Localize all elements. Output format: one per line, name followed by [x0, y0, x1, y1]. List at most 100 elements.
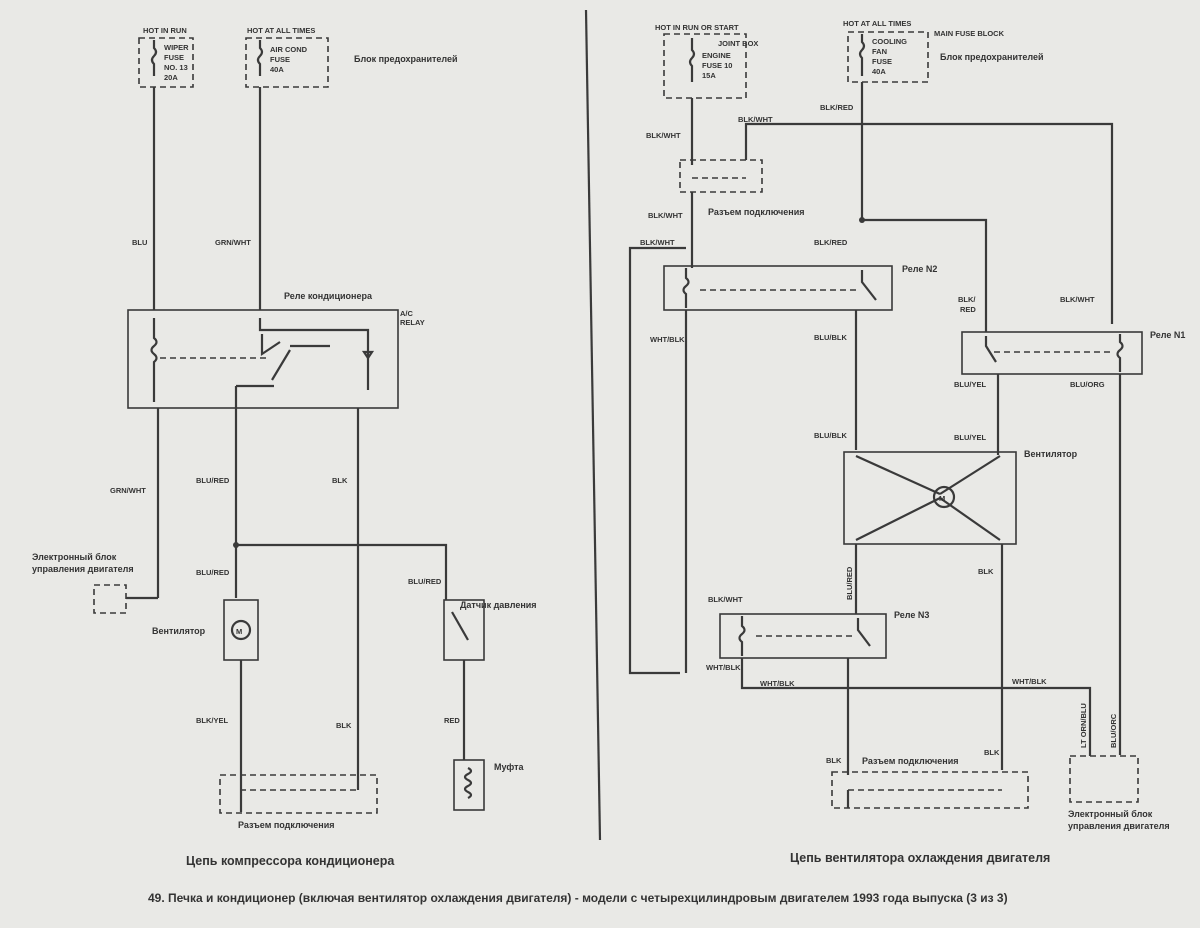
label-connector-bottom: Разъем подключения: [862, 756, 959, 766]
label-ecu-left-line2: управления двигателя: [32, 564, 134, 574]
label-wire-blk-red-3: BLK/: [958, 295, 976, 304]
aircond-fuse-line2: FUSE: [270, 55, 290, 64]
label-hot-run-start: HOT IN RUN OR START: [655, 23, 739, 32]
relay-n2-switch: [860, 270, 877, 301]
cooling-fuse-line4: 40A: [872, 67, 886, 76]
label-wire-wht-blk: WHT/BLK: [650, 335, 685, 344]
ac-relay-switch-arm: [271, 349, 291, 381]
label-fan-right: Вентилятор: [1024, 449, 1078, 459]
ecu-left-box: [93, 584, 127, 614]
wiper-fuse-box: [138, 37, 194, 88]
label-wire-blk: BLK: [332, 476, 348, 485]
label-clutch: Муфта: [494, 762, 525, 772]
label-wire-blk-red-2: BLK/RED: [814, 238, 848, 247]
relay-n1-coil: [1116, 334, 1124, 372]
label-wire-grn-wht-low: GRN/WHT: [110, 486, 146, 495]
label-wire-blk-red-top: BLK/RED: [820, 103, 854, 112]
label-wire-lt-orn-blu: LT ORN/BLU: [1079, 703, 1088, 748]
label-wire-red-3: RED: [960, 305, 976, 314]
connector-left-box: [219, 774, 378, 814]
label-pressure-sensor: Датчик давления: [460, 600, 537, 610]
label-wire-blu-yel-1: BLU/YEL: [954, 380, 987, 389]
label-connector-top: Разъем подключения: [708, 207, 805, 217]
label-wire-blk-l: BLK: [826, 756, 842, 765]
label-ac-relay-ru: Реле кондиционера: [284, 291, 373, 301]
label-hot-at-all-times: HOT AT ALL TIMES: [247, 26, 315, 35]
wire-blk-wht-top: [744, 122, 1114, 324]
wire-blu-red-pressure: [236, 543, 448, 600]
label-wire-blk-2: BLK: [336, 721, 352, 730]
aircond-fuse-line1: AIR COND: [270, 45, 308, 54]
fan-motor-wires: [855, 454, 1001, 541]
motor-m-right: M: [939, 494, 945, 503]
label-wire-blu-red-1: BLU/RED: [196, 476, 230, 485]
connector-bottom-box: [831, 771, 1029, 809]
engine-fan-circuit: HOT IN RUN OR START JOINT BOX HOT AT ALL…: [628, 19, 1185, 865]
label-wire-blk-yel: BLK/YEL: [196, 716, 229, 725]
label-wire-blu-blk-2: BLU/BLK: [814, 431, 847, 440]
cooling-fuse-line2: FAN: [872, 47, 887, 56]
clutch-coil: [463, 767, 473, 799]
aircond-fuse-symbol: [256, 40, 264, 76]
wire-blk-wht-loop: [628, 246, 686, 675]
label-wire-blk-wht-top: BLK/WHT: [738, 115, 773, 124]
label-wire-blu: BLU: [132, 238, 147, 247]
relay-n3-coil: [738, 616, 746, 656]
wiper-fuse-symbol: [150, 40, 158, 76]
wiper-fuse-line3: NO. 13: [164, 63, 188, 72]
label-wire-blu-red-3: BLU/RED: [408, 577, 442, 586]
fan-motor-right-icon: [932, 485, 956, 509]
label-wire-blu-orc: BLU/ORC: [1109, 713, 1118, 748]
wiper-fuse-line1: WIPER: [164, 43, 189, 52]
relay-n1-box: [961, 331, 1143, 375]
cooling-fan-fuse-symbol: [858, 34, 866, 76]
label-joint-box: JOINT BOX: [718, 39, 758, 48]
label-relay-n3: Реле N3: [894, 610, 929, 620]
engine-fuse-line2: FUSE 10: [702, 61, 732, 70]
aircond-fuse-line3: 40A: [270, 65, 284, 74]
label-hot-in-run: HOT IN RUN: [143, 26, 187, 35]
figure-caption: 49. Печка и кондиционер (включая вентиля…: [148, 891, 1008, 905]
label-hot-always-right: HOT AT ALL TIMES: [843, 19, 911, 28]
label-wire-blu-red-2: BLU/RED: [196, 568, 230, 577]
wiper-fuse-line2: FUSE: [164, 53, 184, 62]
label-fuse-block-left: Блок предохранителей: [354, 54, 458, 64]
fan-motor-right-box: [843, 451, 1017, 545]
connector-top-box: [679, 159, 763, 193]
relay-n3-box: [719, 613, 887, 659]
relay-n1-switch: [984, 336, 997, 363]
ac-relay-feed: [258, 318, 370, 390]
label-wire-blu-org: BLU/ORG: [1070, 380, 1105, 389]
fan-motor-left-icon: [230, 619, 252, 641]
label-wire-wht-blk-2: WHT/BLK: [706, 663, 741, 672]
divider-line: [584, 9, 602, 841]
caption-left: Цепь компрессора кондиционера: [186, 854, 395, 868]
ac-relay-box: [127, 309, 399, 409]
pressure-switch-arm: [451, 611, 469, 641]
label-wire-blk-wht-3: BLK/WHT: [640, 238, 675, 247]
wire-wht-blk-bottom: [740, 658, 1068, 690]
label-relay-n2: Реле N2: [902, 264, 937, 274]
wire-lt-orn-blu: [1068, 686, 1092, 756]
engine-fuse-line1: ENGINE: [702, 51, 731, 60]
label-wire-blu-red: BLU/RED: [845, 566, 854, 600]
cooling-fan-fuse-box: [847, 31, 929, 83]
label-wire-red: RED: [444, 716, 460, 725]
relay-n3-switch: [856, 618, 871, 647]
aircond-fuse-box: [245, 37, 329, 88]
relay-n2-coil: [682, 268, 690, 308]
label-ac-relay-line1: A/C: [400, 309, 414, 318]
label-wire-grn-wht: GRN/WHT: [215, 238, 251, 247]
label-connector-left: Разъем подключения: [238, 820, 335, 830]
label-fuse-block-right: Блок предохранителей: [940, 52, 1044, 62]
ac-relay-coil: [150, 318, 158, 402]
cooling-fuse-line3: FUSE: [872, 57, 892, 66]
label-wire-blk-fan: BLK: [978, 567, 994, 576]
engine-fuse-box: [663, 33, 747, 99]
ac-relay-contact-upper: [260, 334, 281, 357]
label-wire-blk-wht-r: BLK/WHT: [1060, 295, 1095, 304]
label-ecu-right-line1: Электронный блок: [1068, 809, 1153, 819]
label-ac-relay-line2: RELAY: [400, 318, 425, 327]
label-relay-n1: Реле N1: [1150, 330, 1185, 340]
